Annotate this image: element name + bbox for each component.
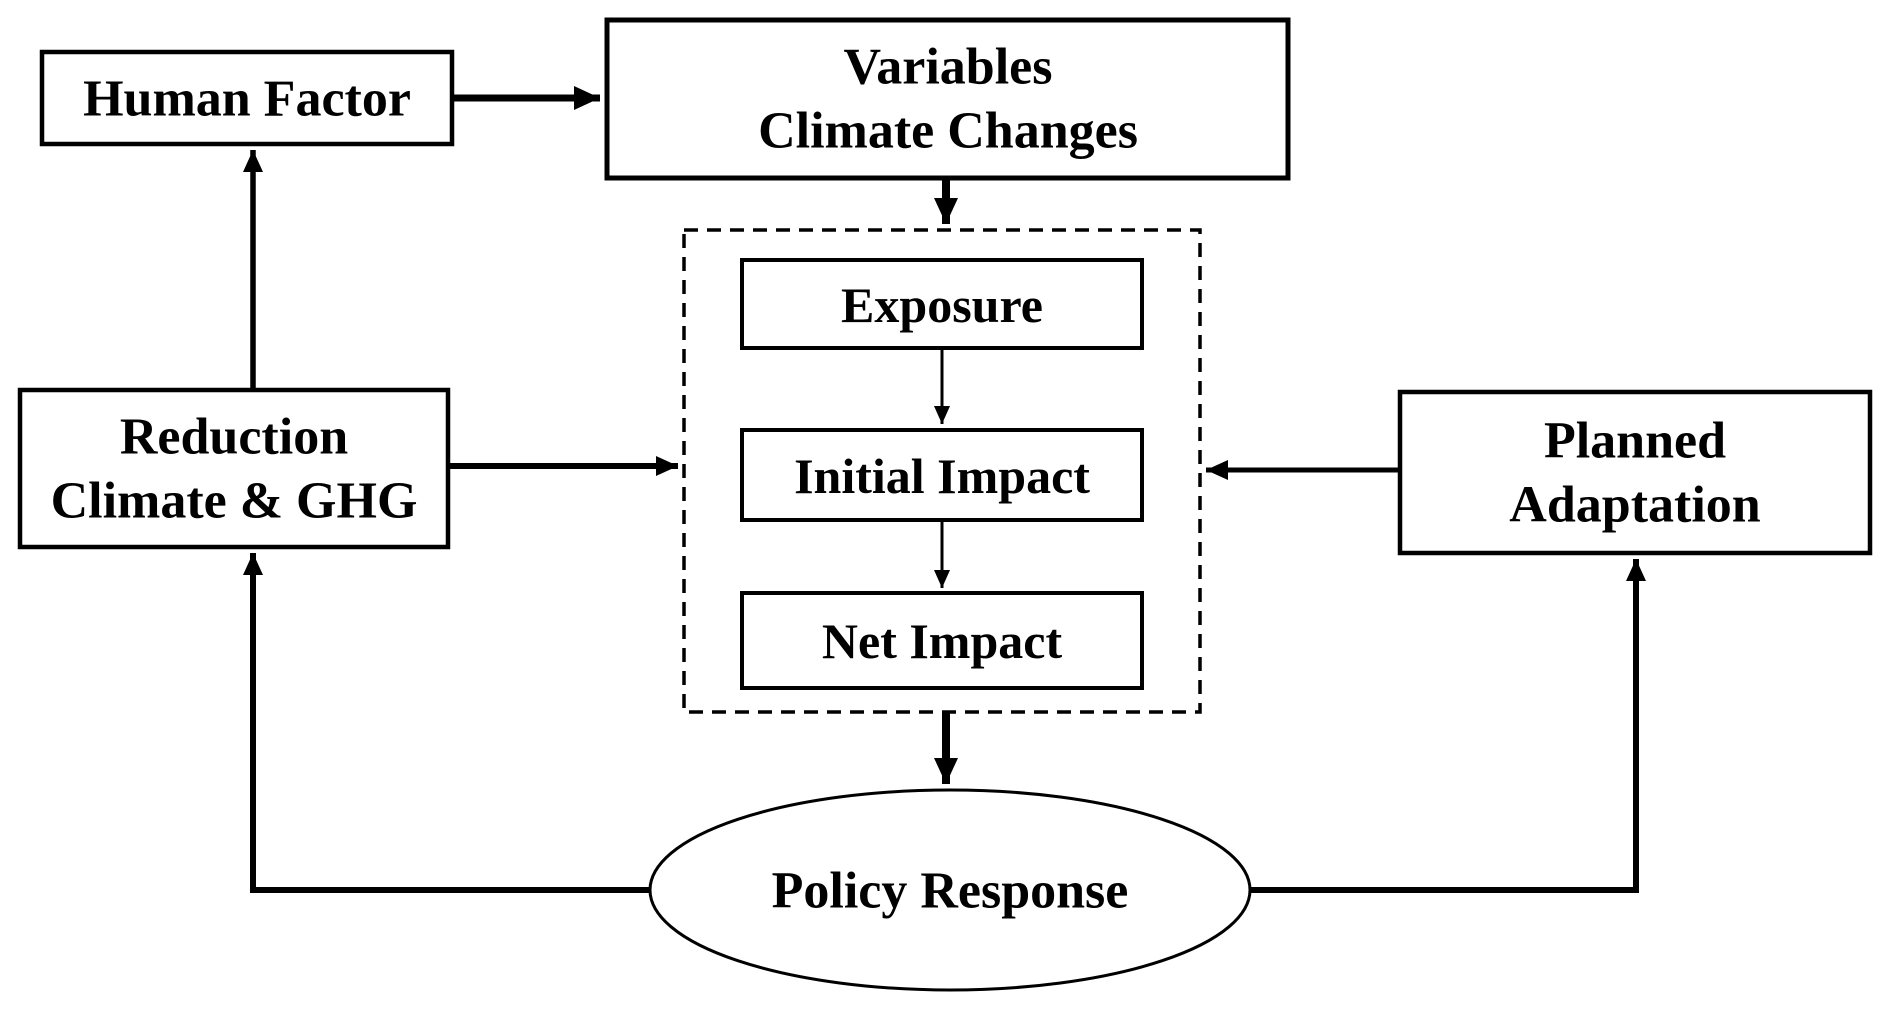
node-initial-impact: Initial Impact — [740, 428, 1144, 522]
variables-climate-changes-box — [604, 17, 1291, 181]
variables-climate-changes-label-line1: Variables — [844, 39, 1053, 96]
node-net-impact: Net Impact — [740, 591, 1144, 690]
node-policy-response: Policy Response — [648, 788, 1252, 992]
planned-adaptation-label-line1: Planned — [1544, 413, 1726, 470]
node-human-factor: Human Factor — [39, 49, 455, 147]
policy-response-ellipse — [648, 788, 1252, 992]
node-exposure: Exposure — [740, 258, 1144, 350]
policy-response-label: Policy Response — [772, 863, 1129, 920]
initial-impact-box — [740, 428, 1144, 522]
net-impact-box — [740, 591, 1144, 690]
exposure-box — [740, 258, 1144, 350]
edge-policy-response-to-reduction — [243, 553, 655, 893]
planned-adaptation-box — [1397, 389, 1873, 556]
exposure-label: Exposure — [841, 277, 1043, 333]
net-impact-label: Net Impact — [822, 613, 1063, 669]
reduction-climate-ghg-box — [17, 387, 451, 550]
impact-group-dashed-box — [682, 228, 1202, 714]
variables-climate-changes-label-line2: Climate Changes — [758, 103, 1138, 160]
node-reduction-climate-ghg: Reduction Climate & GHG — [17, 387, 451, 550]
human-factor-box — [39, 49, 455, 147]
reduction-climate-ghg-label-line2: Climate & GHG — [51, 473, 418, 530]
edge-policy-response-to-planned-adaptation — [1247, 559, 1646, 893]
reduction-climate-ghg-label-line1: Reduction — [120, 409, 348, 466]
node-planned-adaptation: Planned Adaptation — [1397, 389, 1873, 556]
human-factor-label: Human Factor — [83, 71, 411, 128]
planned-adaptation-label-line2: Adaptation — [1509, 477, 1760, 534]
node-variables-climate-changes: Variables Climate Changes — [604, 17, 1291, 181]
initial-impact-label: Initial Impact — [794, 448, 1090, 504]
